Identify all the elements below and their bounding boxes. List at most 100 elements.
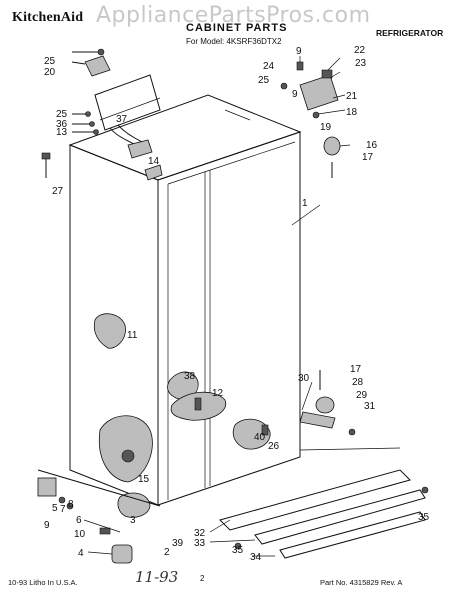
- callout-31: 31: [364, 401, 376, 412]
- screw-36: [89, 121, 95, 127]
- callout-21: 21: [346, 91, 358, 102]
- leader-33: [209, 539, 256, 543]
- leader-6: [83, 519, 121, 533]
- part-number: Part No. 4315829 Rev. A: [320, 578, 403, 587]
- part-3-shape: [117, 492, 151, 518]
- screw-27-head: [41, 152, 51, 160]
- callout-12: 12: [212, 388, 224, 399]
- bushing-28: [315, 396, 335, 414]
- leader-16: [339, 144, 351, 147]
- callout-25b: 25: [56, 109, 68, 120]
- callout-6: 6: [76, 515, 82, 526]
- top-hinge-slot: [224, 109, 251, 121]
- cabinet-top: [68, 94, 302, 181]
- callout-35b: 35: [418, 512, 430, 523]
- callout-38: 38: [184, 371, 196, 382]
- top-rail: [99, 97, 161, 121]
- callout-1: 1: [302, 198, 308, 209]
- liner-part-15: [98, 415, 153, 483]
- left-bottom-hinge-assembly: [37, 469, 161, 564]
- hinge-screw: [296, 61, 304, 71]
- screw-27: [41, 152, 51, 178]
- page-title: CABINET PARTS: [186, 22, 288, 34]
- cabinet-inner-top: [167, 141, 296, 185]
- callout-9c: 9: [44, 520, 50, 531]
- hinge-bolt-23: [321, 69, 333, 79]
- footer-litho: 10-93 Litho In U.S.A.: [8, 578, 78, 587]
- callout-9a: 9: [296, 46, 302, 57]
- top-cover-assembly: [71, 48, 161, 159]
- category-label: REFRIGERATOR: [376, 28, 444, 38]
- clip-10: [99, 527, 111, 535]
- callout-40: 40: [254, 432, 266, 443]
- callout-25c: 25: [258, 75, 270, 86]
- callout-3: 3: [130, 515, 136, 526]
- leader-32: [209, 519, 231, 533]
- grille-panel-32: [219, 469, 411, 531]
- callout-39: 39: [172, 538, 184, 549]
- leader-30: [301, 381, 313, 411]
- page-number: 2: [200, 574, 205, 583]
- screw-35b: [421, 486, 429, 494]
- callout-22: 22: [354, 45, 366, 56]
- callout-11: 11: [127, 330, 138, 341]
- grille-panel-33: [254, 489, 426, 545]
- callout-4: 4: [78, 548, 84, 559]
- part-12-post: [194, 397, 202, 411]
- screw-7: [58, 496, 66, 504]
- callout-labels: 1 2 3 4 5 6 7 8 9 9 9 10 11 12 13 14 15 …: [44, 45, 430, 563]
- leader-22: [327, 57, 341, 71]
- bottom-rail: [37, 469, 161, 507]
- handwritten-date: 11-93: [135, 568, 179, 586]
- screw-8: [66, 502, 74, 510]
- top-clip: [144, 164, 163, 181]
- callout-15: 15: [138, 474, 150, 485]
- screw-31: [348, 428, 356, 436]
- callout-35a: 35: [232, 545, 244, 556]
- callout-18: 18: [346, 107, 358, 118]
- screw-25b: [85, 111, 91, 117]
- callout-17b: 17: [350, 364, 362, 375]
- grille-panel-34: [279, 511, 426, 559]
- callout-9b: 9: [292, 89, 298, 100]
- screw-35a: [234, 542, 242, 550]
- part-40-shape: [232, 418, 271, 450]
- washer-18: [312, 111, 320, 119]
- callout-20: 20: [44, 67, 56, 78]
- part-15-shape: [98, 415, 153, 483]
- screw-25c: [280, 82, 288, 90]
- liner-part-11: [93, 313, 126, 349]
- cabinet-shell: [68, 94, 302, 506]
- callout-26: 26: [268, 441, 280, 452]
- leader-4: [87, 551, 113, 555]
- callout-36: 36: [56, 119, 68, 130]
- bracket-14: [127, 139, 153, 159]
- screw-25a: [97, 48, 105, 56]
- callout-17a: 17: [362, 152, 374, 163]
- callout-37: 37: [116, 114, 128, 125]
- callout-14: 14: [148, 156, 160, 167]
- callout-32: 32: [194, 528, 206, 539]
- cover-block: [84, 55, 111, 77]
- callout-27: 27: [52, 186, 64, 197]
- leader-23: [329, 71, 341, 79]
- callout-10: 10: [74, 529, 86, 540]
- callout-5: 5: [52, 503, 58, 514]
- leader-18: [317, 109, 346, 115]
- watermark: AppliancePartsPros.com: [96, 3, 371, 28]
- bushing-16: [323, 136, 341, 156]
- callout-24: 24: [263, 61, 275, 72]
- liner-part-40: [232, 418, 271, 450]
- callout-33: 33: [194, 538, 206, 549]
- hinge-29: [299, 411, 336, 429]
- base-rail: [299, 447, 401, 451]
- part-15-hub: [121, 449, 135, 463]
- callout-13: 13: [56, 127, 68, 138]
- crisper-support-assembly: [167, 371, 227, 421]
- callout-8: 8: [68, 499, 74, 510]
- callout-29: 29: [356, 390, 368, 401]
- callout-34: 34: [250, 552, 262, 563]
- callout-23: 23: [355, 58, 367, 69]
- callout-28: 28: [352, 377, 364, 388]
